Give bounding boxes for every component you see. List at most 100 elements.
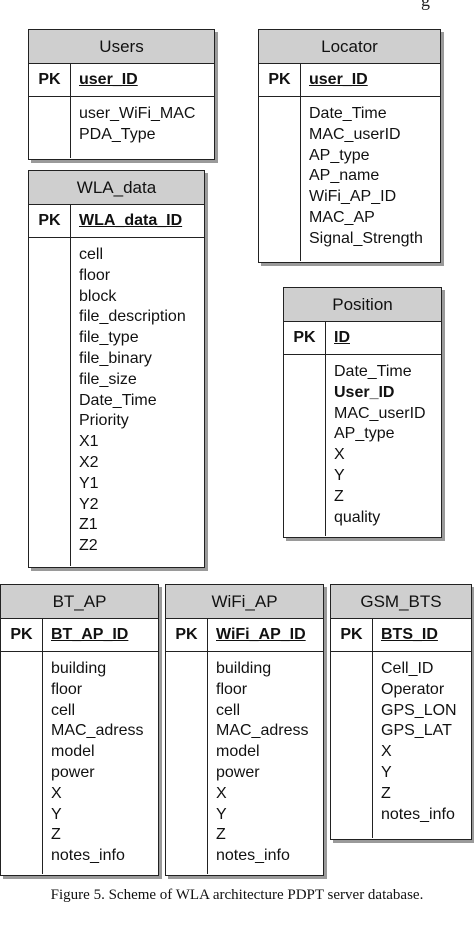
- pk-label: PK: [1, 619, 43, 651]
- field: building: [216, 660, 272, 677]
- entity-title: Locator: [259, 30, 440, 64]
- field: floor: [51, 680, 83, 698]
- field-list: cell floor block file_description file_t…: [71, 238, 186, 566]
- entity-bt-ap: BT_AP PK BT_AP_ID building floor cell MA…: [0, 584, 159, 876]
- field: Operator: [381, 680, 445, 698]
- field: model: [51, 743, 95, 761]
- figure-caption: Figure 5. Scheme of WLA architecture PDP…: [50, 887, 424, 903]
- field-list: Date_Time User_ID MAC_userID AP_type X Y…: [326, 355, 426, 536]
- pk-column-spacer: [1, 652, 43, 874]
- field: file_description: [79, 308, 186, 326]
- field: block: [79, 287, 117, 305]
- field-list: building floor cell MAC_adress model pow…: [43, 652, 143, 874]
- field-list: user_WiFi_MAC PDA_Type: [71, 97, 195, 158]
- entity-position: Position PK ID Date_Time User_ID MAC_use…: [283, 287, 442, 538]
- field: X: [51, 784, 62, 802]
- pk-column-spacer: [284, 355, 326, 536]
- field: GPS_LON: [381, 701, 457, 719]
- field: X: [381, 743, 392, 761]
- primary-key-row: PK BT_AP_ID: [1, 619, 158, 652]
- pk-column-spacer: [259, 97, 301, 261]
- field: building: [51, 660, 107, 677]
- field: X: [216, 784, 227, 802]
- entity-title: Position: [284, 288, 441, 322]
- top-text-fragment: g: [421, 0, 430, 10]
- fields-section: user_WiFi_MAC PDA_Type: [29, 97, 214, 158]
- field: AP_name: [309, 167, 380, 185]
- pk-field: BTS_ID: [381, 626, 438, 643]
- field: WiFi_AP_ID: [309, 188, 397, 206]
- pk-field: WiFi_AP_ID: [216, 626, 306, 643]
- entity-title: BT_AP: [1, 585, 158, 619]
- field: Z: [334, 487, 344, 505]
- primary-key-row: PK ID: [284, 322, 441, 355]
- entity-users: Users PK user_ID user_WiFi_MAC PDA_Type: [28, 29, 215, 160]
- field: MAC_userID: [309, 125, 401, 143]
- field: cell: [51, 701, 76, 719]
- field: Y: [381, 763, 392, 781]
- fields-section: building floor cell MAC_adress model pow…: [166, 652, 323, 874]
- field: Y: [51, 805, 62, 823]
- pk-field: user_ID: [79, 71, 138, 88]
- pk-field: BT_AP_ID: [51, 626, 129, 643]
- field: notes_info: [216, 847, 290, 865]
- field: Z: [216, 826, 226, 844]
- field: Date_Time: [309, 105, 387, 122]
- fields-section: Date_Time MAC_userID AP_type AP_name WiF…: [259, 97, 440, 261]
- pk-column-spacer: [166, 652, 208, 874]
- field: user_WiFi_MAC: [79, 105, 196, 122]
- entity-title: Users: [29, 30, 214, 64]
- pk-column-spacer: [29, 238, 71, 566]
- pk-label: PK: [284, 322, 326, 354]
- field: cell: [216, 701, 241, 719]
- field: X: [334, 446, 345, 464]
- field: GPS_LAT: [381, 722, 452, 740]
- field: Y: [216, 805, 227, 823]
- fields-section: cell floor block file_description file_t…: [29, 238, 204, 566]
- entity-locator: Locator PK user_ID Date_Time MAC_userID …: [258, 29, 441, 263]
- entity-title: GSM_BTS: [331, 585, 471, 619]
- field: MAC_adress: [216, 722, 309, 740]
- field: Y2: [79, 495, 99, 513]
- field: model: [216, 743, 260, 761]
- field: Z: [381, 784, 391, 802]
- field-list: Cell_ID Operator GPS_LON GPS_LAT X Y Z n…: [373, 652, 457, 838]
- field: X1: [79, 433, 99, 451]
- field: Date_Time: [79, 391, 157, 409]
- field: Z: [51, 826, 61, 844]
- field: X2: [79, 453, 99, 471]
- field: file_binary: [79, 349, 152, 367]
- pk-column-spacer: [331, 652, 373, 838]
- entity-title: WLA_data: [29, 171, 204, 205]
- field-list: Date_Time MAC_userID AP_type AP_name WiF…: [301, 97, 423, 261]
- field: power: [51, 763, 95, 781]
- fields-section: Cell_ID Operator GPS_LON GPS_LAT X Y Z n…: [331, 652, 471, 838]
- field: notes_info: [381, 805, 455, 823]
- field: quality: [334, 508, 381, 526]
- field: Z2: [79, 537, 98, 555]
- entity-gsm-bts: GSM_BTS PK BTS_ID Cell_ID Operator GPS_L…: [330, 584, 472, 840]
- field: Date_Time: [334, 363, 412, 380]
- field: power: [216, 763, 260, 781]
- field: Priority: [79, 412, 129, 430]
- entity-wla-data: WLA_data PK WLA_data_ID cell floor block…: [28, 170, 205, 568]
- field: AP_type: [309, 146, 370, 164]
- pk-field: ID: [334, 329, 350, 346]
- field: file_type: [79, 329, 139, 347]
- field: file_size: [79, 370, 137, 388]
- field: AP_type: [334, 425, 395, 443]
- field: floor: [216, 680, 248, 698]
- field-list: building floor cell MAC_adress model pow…: [208, 652, 308, 874]
- field: PDA_Type: [79, 125, 156, 143]
- field: MAC_AP: [309, 208, 375, 226]
- field: floor: [79, 266, 111, 284]
- primary-key-row: PK WLA_data_ID: [29, 205, 204, 238]
- pk-label: PK: [259, 64, 301, 96]
- field: MAC_userID: [334, 404, 426, 422]
- field: cell: [79, 246, 104, 263]
- pk-label: PK: [29, 205, 71, 237]
- pk-label: PK: [29, 64, 71, 96]
- field: MAC_adress: [51, 722, 144, 740]
- field: Y: [334, 466, 345, 484]
- pk-field: WLA_data_ID: [79, 212, 183, 229]
